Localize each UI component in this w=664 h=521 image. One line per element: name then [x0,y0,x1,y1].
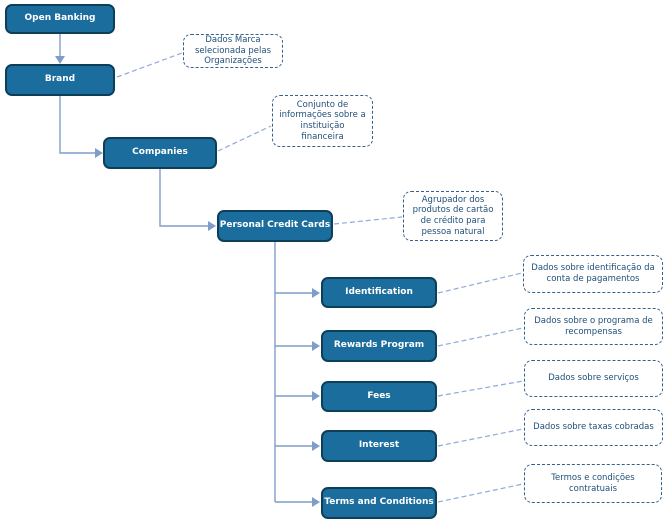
dashed-link-interest-note [437,428,524,447]
annotation-personal-credit-cards: Agrupador dos produtos de cartão de créd… [403,191,503,241]
node-terms-and-conditions: Terms and Conditions [321,487,437,519]
arrowhead-right-icon [95,148,103,158]
annotation-brand: Dados Marca selecionada pelas Organizaçõ… [183,34,283,68]
node-companies: Companies [103,137,217,169]
annotation-interest: Dados sobre taxas cobradas [524,409,663,446]
arrowhead-right-icon [312,341,320,351]
arrowhead-right-icon [312,497,320,507]
annotation-identification: Dados sobre identificação da conta de pa… [523,255,663,293]
dashed-link-companies-note [217,125,272,152]
arrowhead-down-icon [55,56,65,64]
dashed-link-identification-note [437,272,523,294]
connector-brand-companies [59,96,96,154]
annotation-companies: Conjunto de informações sobre a institui… [272,95,373,147]
arrowhead-right-icon [312,391,320,401]
annotation-fees: Dados sobre serviços [524,360,663,397]
node-brand: Brand [5,64,115,96]
arrowhead-right-icon [312,441,320,451]
arrowhead-right-icon [312,288,320,298]
dashed-link-brand-note [116,52,183,78]
node-personal-credit-cards: Personal Credit Cards [217,210,333,242]
node-open-banking: Open Banking [5,4,115,34]
dashed-link-rewards-note [437,327,524,347]
dashed-link-terms-note [437,483,524,503]
node-rewards-program: Rewards Program [321,330,437,362]
annotation-rewards-program: Dados sobre o programa de recompensas [524,308,663,345]
dashed-link-fees-note [437,380,524,397]
node-fees: Fees [321,381,437,412]
node-identification: Identification [321,277,437,308]
connector-companies-pcc [159,169,209,227]
dashed-link-pcc-note [333,216,403,225]
annotation-terms-and-conditions: Termos e condições contratuais [524,464,662,503]
node-interest: Interest [321,430,437,462]
arrowhead-right-icon [208,221,216,231]
